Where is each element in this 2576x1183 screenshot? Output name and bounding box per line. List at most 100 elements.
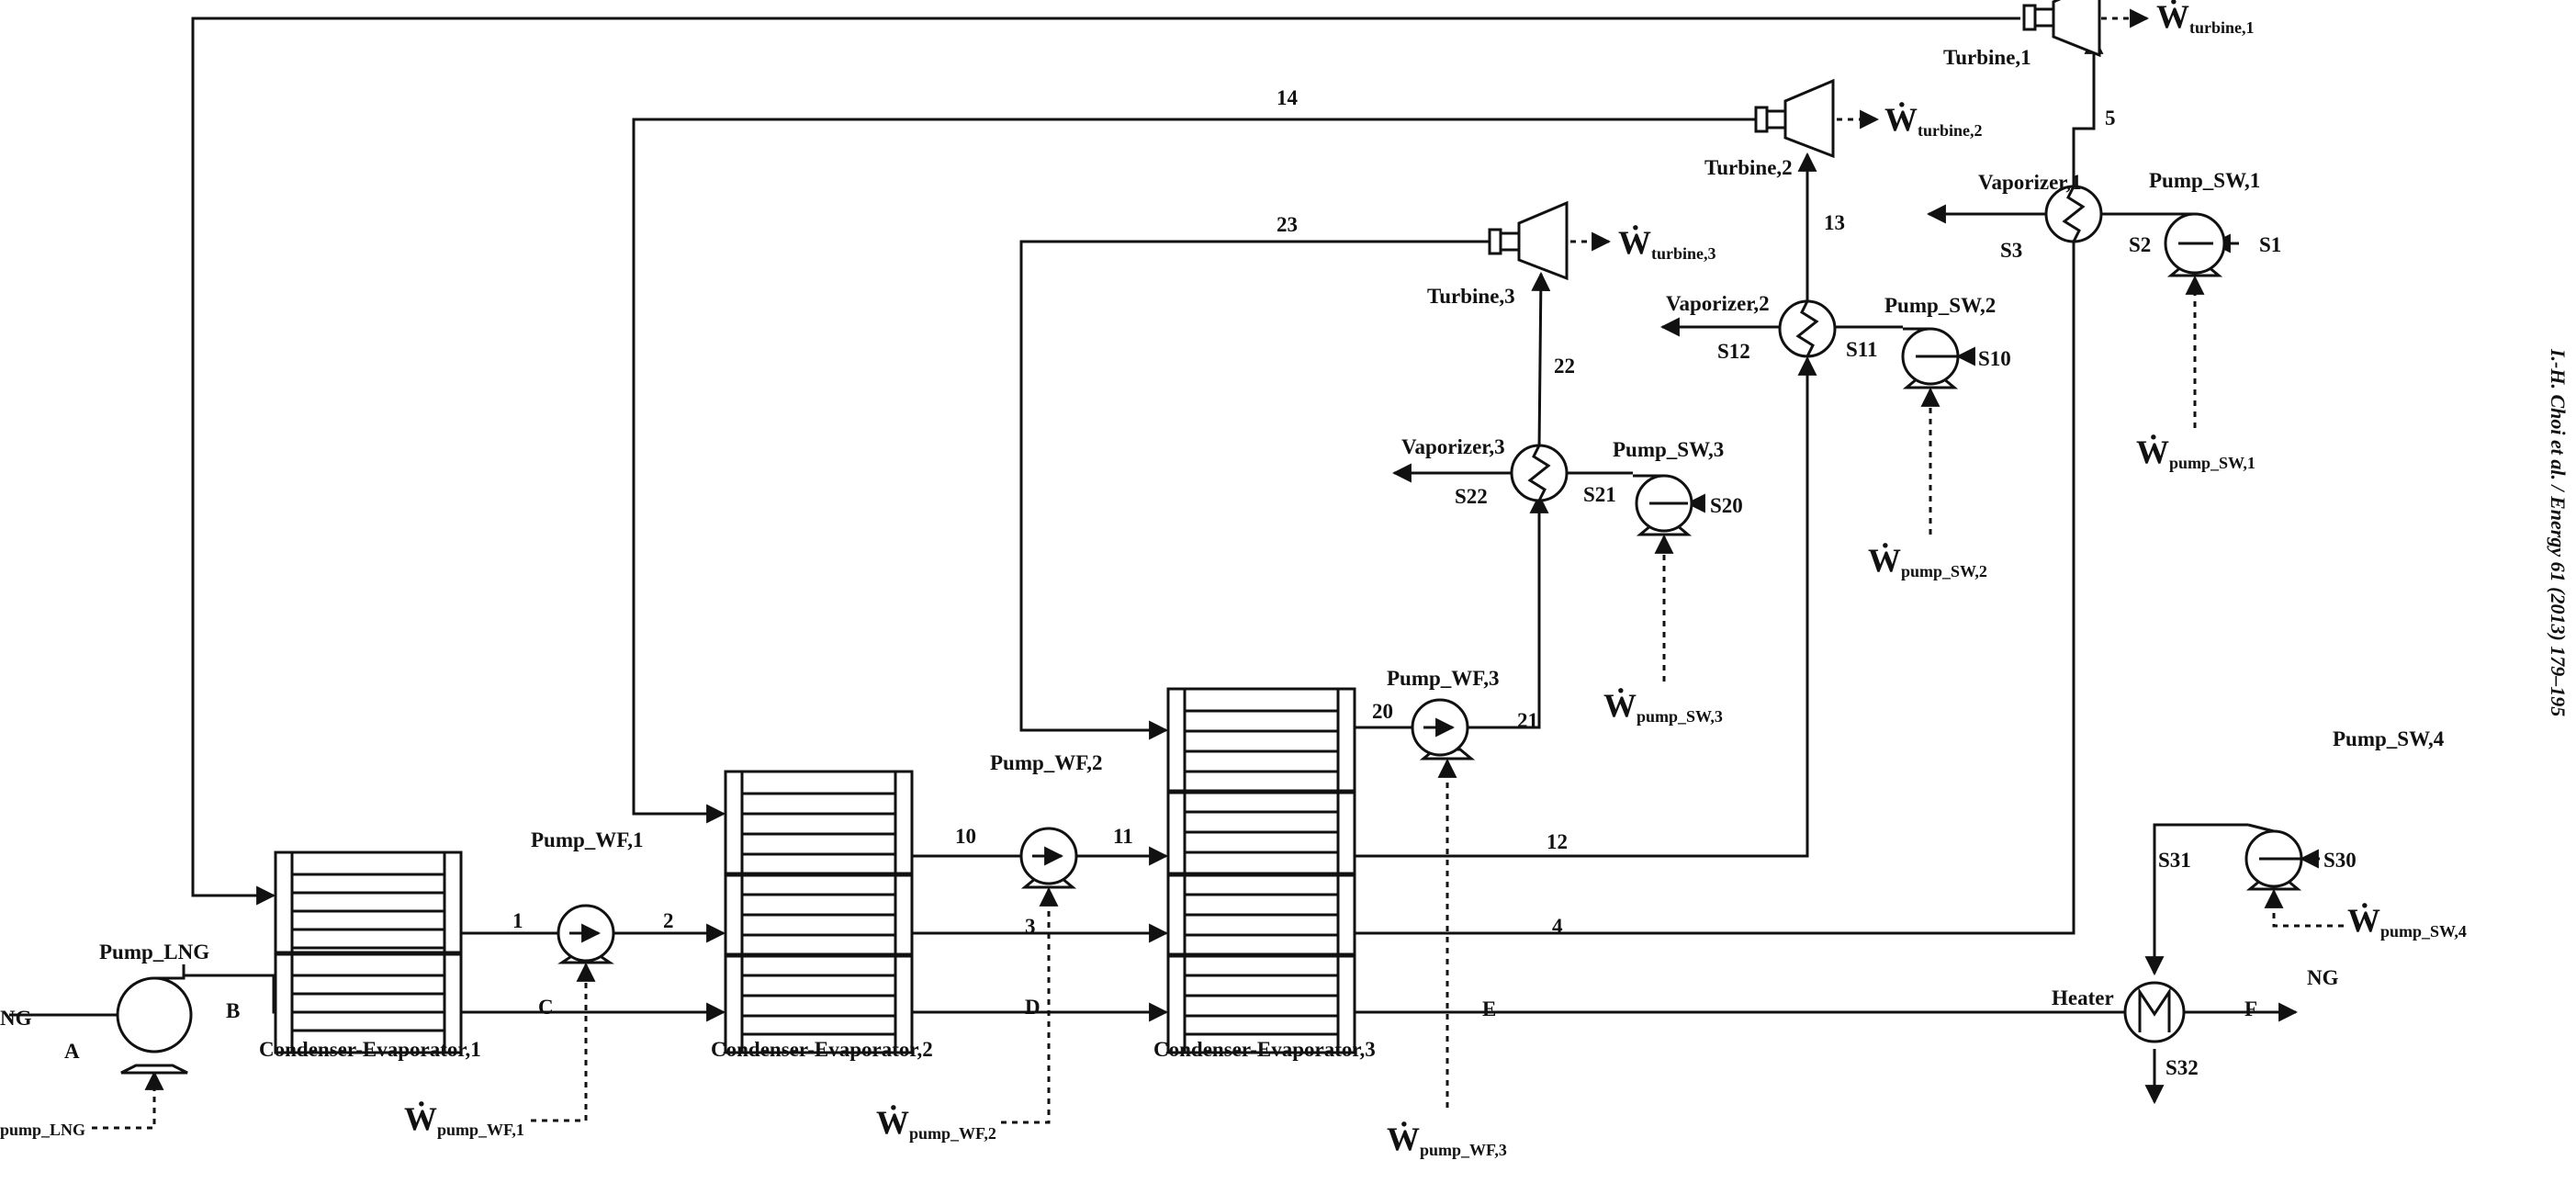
work-label-pump-wf3: Ẇpump_WF,3 <box>1387 1121 1507 1159</box>
turbine-1-icon <box>2022 0 2101 58</box>
stream-label-2: 2 <box>663 909 674 932</box>
stream-label-c: C <box>538 996 554 1019</box>
work-label-pump-lng: pump_LNG <box>0 1121 85 1139</box>
stream-label-s3: S3 <box>2000 239 2022 262</box>
label-pump-sw1: Pump_SW,1 <box>2149 169 2260 192</box>
stream-label-f: F <box>2244 997 2257 1020</box>
label-pump-sw3: Pump_SW,3 <box>1613 438 1724 461</box>
stream-label-10: 10 <box>955 825 976 848</box>
work-label-pump-sw1: Ẇpump_SW,1 <box>2136 434 2255 472</box>
work-label-turbine1: Ẇturbine,1 <box>2156 0 2255 37</box>
stream-label-12: 12 <box>1547 830 1568 853</box>
stream-22 <box>1531 271 1551 449</box>
label-heater: Heater <box>2052 986 2114 1009</box>
pump-wf1-icon <box>557 904 615 964</box>
work-label-pump-sw4: Ẇpump_SW,4 <box>2347 902 2467 941</box>
stream-label-s22: S22 <box>1455 485 1488 508</box>
stream-14 <box>632 118 1756 824</box>
vaporizer-3-icon <box>1510 444 1569 502</box>
unit-labels: Pump_LNG Pump_WF,1 Pump_WF,2 Pump_WF,3 P… <box>99 46 2445 1061</box>
label-vaporizer3: Vaporizer,3 <box>1401 435 1505 458</box>
condenser-evaporator-1 <box>274 851 463 1054</box>
condenser-evaporator-2 <box>724 770 914 1054</box>
work-label-pump-wf2: Ẇpump_WF,2 <box>876 1104 996 1143</box>
stream-labels: A B C D E F NG NG 1 2 3 4 5 10 11 12 13 … <box>0 86 2357 1079</box>
turbine-3-icon <box>1488 200 1569 281</box>
stream-label-14: 14 <box>1277 86 1299 109</box>
vaporizer-2-icon <box>1778 299 1837 358</box>
stream-21 <box>1466 493 1549 729</box>
work-line-pump-wf1 <box>531 962 596 1122</box>
label-pump-lng: Pump_LNG <box>99 941 209 963</box>
pump-lng-icon <box>116 964 193 1075</box>
stream-label-4: 4 <box>1552 915 1563 938</box>
stream-label-23: 23 <box>1277 213 1298 236</box>
stream-label-21: 21 <box>1517 709 1538 732</box>
work-line-pump-wf2 <box>1001 886 1059 1124</box>
stream-4 <box>1355 239 2075 935</box>
pump-sw3-icon <box>1633 474 1693 536</box>
label-pump-wf2: Pump_WF,2 <box>990 751 1102 774</box>
work-labels: pump_LNG Ẇpump_WF,1 Ẇpump_WF,2 Ẇpump_WF,… <box>0 0 2467 1159</box>
work-lines <box>92 8 2344 1130</box>
work-line-pump-sw4 <box>2264 888 2344 928</box>
condenser-evaporator-3 <box>1166 687 1356 1054</box>
stream-label-13: 13 <box>1824 211 1845 234</box>
stream-label-s11: S11 <box>1846 338 1878 361</box>
label-ce3: Condenser-Evaporator,3 <box>1153 1038 1376 1061</box>
label-vaporizer2: Vaporizer,2 <box>1666 292 1770 315</box>
stream-label-22: 22 <box>1554 355 1575 377</box>
label-pump-wf3: Pump_WF,3 <box>1387 667 1499 690</box>
side-citation: I.-H. Choi et al. / Energy 61 (2013) 179… <box>2547 348 2570 716</box>
work-label-pump-sw2: Ẇpump_SW,2 <box>1868 542 1987 580</box>
stream-5 <box>2072 34 2104 193</box>
work-label-turbine3: Ẇturbine,3 <box>1618 224 1716 263</box>
vaporizer-1-icon <box>2044 185 2103 243</box>
stream-label-s12: S12 <box>1717 340 1750 363</box>
stream-label-11: 11 <box>1113 825 1133 848</box>
pump-wf3-icon <box>1411 698 1476 760</box>
stream-6 <box>191 17 2020 906</box>
stream-label-s21: S21 <box>1583 483 1616 506</box>
stream-label-s2: S2 <box>2129 233 2151 256</box>
stream-label-s32: S32 <box>2165 1056 2199 1079</box>
stream-s31 <box>2144 823 2248 976</box>
pump-sw1-icon <box>2158 212 2226 277</box>
label-turbine2: Turbine,2 <box>1704 156 1793 179</box>
work-line-pump-lng <box>92 1070 164 1130</box>
stream-23 <box>1019 240 1490 740</box>
label-pump-wf1: Pump_WF,1 <box>531 828 643 851</box>
pump-sw4-icon <box>2244 823 2303 891</box>
label-pump-sw4: Pump_SW,4 <box>2333 727 2445 750</box>
work-label-turbine2: Ẇturbine,2 <box>1884 101 1983 140</box>
stream-label-s10: S10 <box>1978 347 2011 370</box>
stream-label-20: 20 <box>1372 700 1393 723</box>
stream-label-1: 1 <box>512 909 523 932</box>
label-pump-sw2: Pump_SW,2 <box>1884 294 1996 317</box>
process-lines <box>9 17 2320 1105</box>
stream-label-b: B <box>226 999 240 1022</box>
label-ce2: Condenser-Evaporator,2 <box>711 1038 933 1061</box>
label-ce1: Condenser-Evaporator,1 <box>259 1038 481 1061</box>
turbine-2-icon <box>1754 78 1835 159</box>
work-label-pump-sw3: Ẇpump_SW,3 <box>1603 687 1723 726</box>
label-turbine3: Turbine,3 <box>1427 285 1515 308</box>
stream-label-a: A <box>64 1040 80 1063</box>
stream-label-5: 5 <box>2105 107 2116 130</box>
stream-label-ng-in: NG <box>0 1007 32 1030</box>
stream-label-e: E <box>1482 997 1496 1020</box>
stream-label-s1: S1 <box>2259 233 2281 256</box>
work-label-pump-wf1: Ẇpump_WF,1 <box>404 1100 524 1139</box>
stream-label-s31: S31 <box>2158 849 2191 872</box>
label-vaporizer1: Vaporizer,1 <box>1978 171 2082 194</box>
stream-label-ng-out: NG <box>2307 966 2339 989</box>
pump-sw2-icon <box>1901 327 1960 389</box>
stream-label-s30: S30 <box>2323 849 2357 872</box>
stream-12 <box>1355 355 1817 858</box>
stream-label-d: D <box>1025 996 1041 1019</box>
label-turbine1: Turbine,1 <box>1943 46 2031 69</box>
heater-icon <box>2123 981 2186 1043</box>
stream-label-s20: S20 <box>1710 494 1743 517</box>
stream-label-3: 3 <box>1025 915 1036 938</box>
